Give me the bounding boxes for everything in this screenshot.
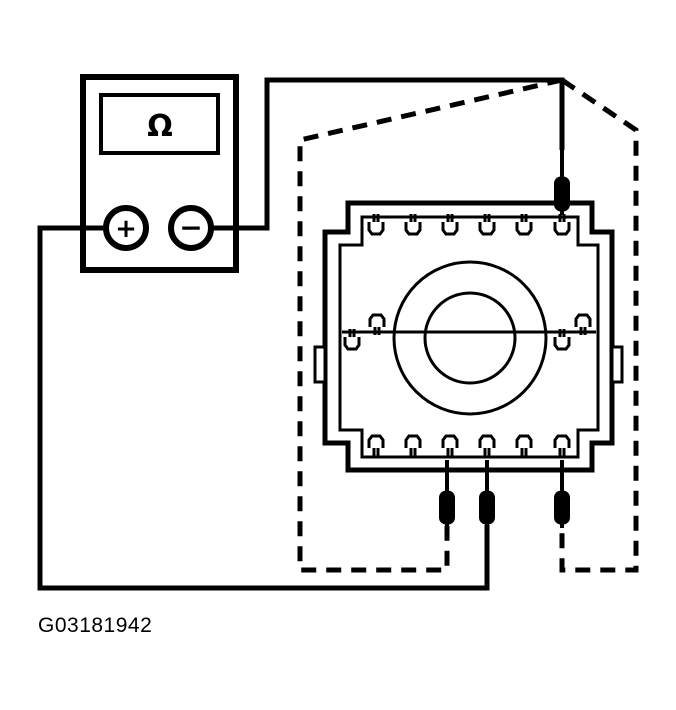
negative-lead-wire: [211, 77, 565, 231]
terminal-pin: [553, 329, 571, 351]
terminal-pin: [404, 434, 422, 456]
terminal-pin: [478, 214, 496, 236]
left-side-tab: [313, 345, 327, 384]
terminal-pin: [478, 434, 496, 456]
terminal-pin: [515, 434, 533, 456]
terminal-pin: [574, 313, 592, 335]
terminal-pin: [404, 214, 422, 236]
outer-ring: [392, 260, 548, 416]
inner-ring: [423, 291, 517, 385]
terminal-pins: [343, 214, 592, 456]
probe-body: [554, 176, 570, 212]
connector-inner-housing: [338, 215, 600, 459]
terminal-pin: [553, 214, 571, 236]
dashed-test-leads: [297, 77, 639, 573]
positive-terminal-label: +: [115, 214, 137, 244]
solid-test-leads: [37, 77, 565, 591]
terminal-pin: [367, 214, 385, 236]
terminal-pin: [343, 329, 361, 351]
terminal-pin: [368, 313, 386, 335]
terminal-pin: [515, 214, 533, 236]
probe-tips: [439, 145, 570, 528]
dashed-lead-left: [297, 77, 563, 573]
right-side-tab: [610, 345, 624, 384]
probe-body: [479, 490, 495, 525]
negative-terminal-label: −: [179, 211, 202, 244]
probe-body: [554, 490, 570, 525]
positive-terminal: +: [103, 205, 149, 251]
figure-id: G03181942: [38, 614, 153, 637]
positive-lead-wire: [37, 225, 490, 591]
dashed-lead-right: [559, 77, 639, 573]
terminal-pin: [441, 434, 459, 456]
probe-body: [439, 490, 455, 525]
negative-terminal: −: [168, 205, 214, 251]
connector-body: [313, 200, 624, 473]
terminal-pin: [553, 434, 571, 456]
terminal-pin: [367, 434, 385, 456]
ohmmeter: Ω + −: [80, 74, 239, 273]
meter-display: [99, 93, 220, 155]
ohm-symbol: Ω: [147, 109, 173, 144]
terminal-pin: [441, 214, 459, 236]
